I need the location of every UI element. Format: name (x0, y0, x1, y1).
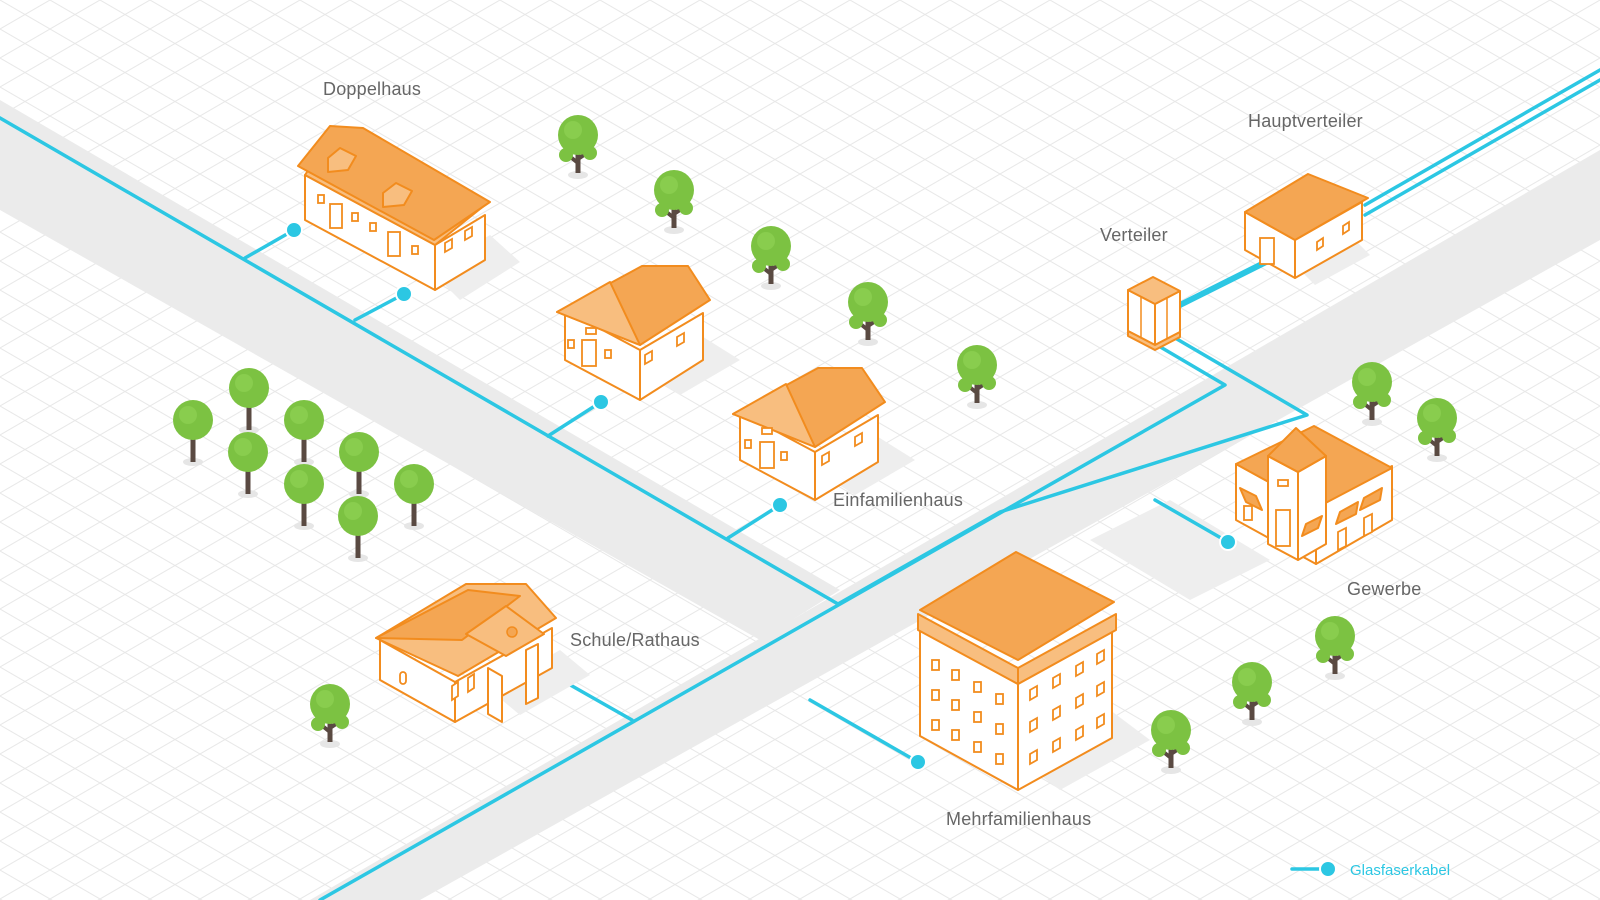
cable-trunk-line-1 (1363, 68, 1600, 207)
label-mehrfamilienhaus: Mehrfamilienhaus (946, 809, 1091, 829)
cable-node-icon (285, 221, 303, 239)
cable-lower-branch (836, 333, 1309, 606)
cable-node-icon (909, 753, 927, 771)
label-schule-rathaus: Schule/Rathaus (570, 630, 700, 650)
building-shadow-gewerbe (1090, 500, 1270, 600)
cable-trunk-line-2 (1363, 78, 1600, 217)
label-gewerbe: Gewerbe (1347, 579, 1421, 599)
roads (0, 100, 1600, 900)
cable-branch-efh-1 (546, 400, 603, 438)
house-icon-schule-rathaus (375, 583, 590, 723)
house-icon-mehrfamilienhaus (917, 551, 1150, 791)
legend-cable-node-icon (1319, 860, 1337, 878)
legend-label-glasfaserkabel: Glasfaserkabel (1350, 862, 1450, 879)
cable-node-icon (395, 285, 413, 303)
cable-node-icon (592, 393, 610, 411)
cable-branch-doppelhaus-2 (353, 292, 406, 322)
cable-branch-mfh (808, 698, 920, 764)
fiber-cables (0, 68, 1600, 900)
cable-upper-road (0, 116, 840, 606)
label-doppelhaus: Doppelhaus (323, 79, 421, 99)
road-diagonal-upper (0, 100, 840, 640)
house-icon-hauptverteiler (1244, 173, 1370, 285)
cable-node-icon (771, 496, 789, 514)
house-icon-doppelhaus (297, 125, 520, 300)
road-main (310, 150, 1600, 900)
cable-node-icon (1219, 533, 1237, 551)
house-icon-gewerbe (1235, 425, 1393, 565)
cable-main-road (318, 333, 1227, 900)
house-icon-einfamilienhaus-2 (732, 367, 915, 501)
distribution-cabinet-icon (1127, 276, 1181, 351)
cable-branch-efh-2 (726, 503, 782, 540)
label-hauptverteiler: Hauptverteiler (1248, 111, 1363, 131)
cable-branch-gewerbe (1153, 498, 1230, 544)
house-icon-einfamilienhaus-1 (556, 265, 740, 401)
label-verteiler: Verteiler (1100, 225, 1168, 245)
labels: Doppelhaus Hauptverteiler Verteiler Einf… (323, 79, 1421, 829)
mfh-windows (931, 648, 1105, 766)
cable-branch-doppelhaus-1 (243, 228, 296, 260)
label-einfamilienhaus: Einfamilienhaus (833, 490, 963, 510)
legend: Glasfaserkabel (1290, 860, 1450, 879)
